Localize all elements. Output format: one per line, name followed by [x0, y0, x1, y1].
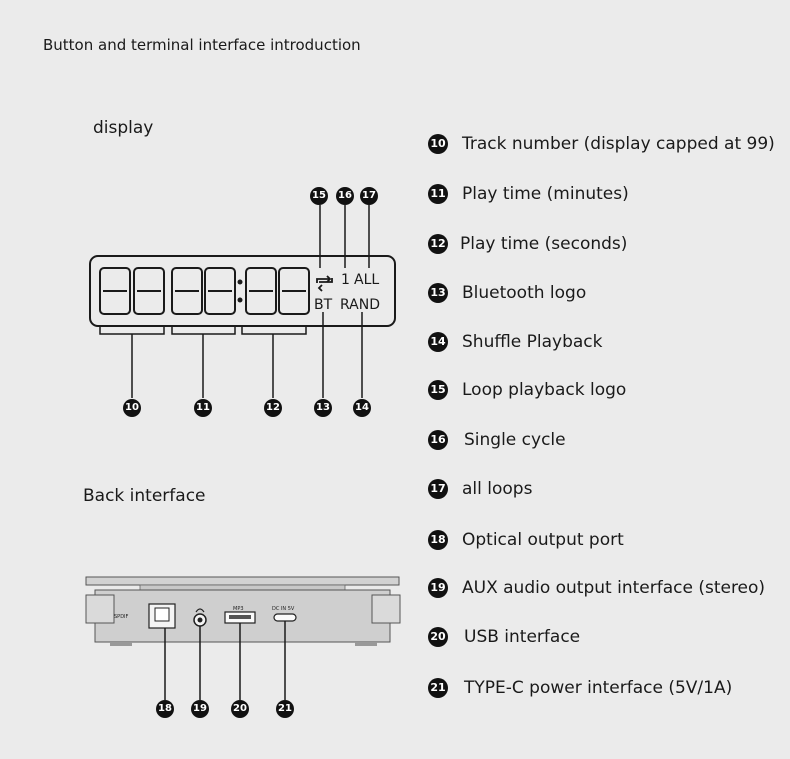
legend-text: TYPE-C power interface (5V/1A) [464, 678, 733, 698]
dcin-label: DC IN 5V [272, 606, 295, 612]
back-section-title: Back interface [83, 486, 206, 506]
callout-badge-16: 16 [336, 187, 354, 205]
legend-item: 16 Single cycle [428, 428, 566, 452]
legend-text: Bluetooth logo [462, 283, 587, 303]
legend-badge: 14 [428, 332, 448, 352]
legend-badge: 10 [428, 134, 448, 154]
callout-badge-20: 20 [231, 700, 249, 718]
legend-badge: 18 [428, 530, 448, 550]
legend-item: 12 Play time (seconds) [428, 232, 627, 256]
callout-badge-11: 11 [194, 399, 212, 417]
legend-item: 10 Track number (display capped at 99) [428, 132, 775, 156]
single-indicator: 1 [341, 272, 350, 288]
spdif-label: SPDIF [114, 614, 129, 620]
legend-item: 15 Loop playback logo [428, 378, 626, 402]
legend-item: 20 USB interface [428, 625, 580, 649]
callout-badge-13: 13 [314, 399, 332, 417]
legend-text: Loop playback logo [462, 380, 627, 400]
legend-text: Track number (display capped at 99) [462, 134, 775, 154]
headphone-icon [195, 608, 205, 613]
callout-badge-14: 14 [353, 399, 371, 417]
bt-indicator: BT [314, 297, 333, 313]
rand-indicator: RAND [340, 297, 380, 313]
colon-separator [237, 279, 243, 303]
legend-badge: 12 [428, 234, 448, 254]
mp3-label: MP3 [233, 606, 244, 612]
bracket-track [99, 327, 165, 335]
callout-badge-17: 17 [360, 187, 378, 205]
legend-text: Shuffle Playback [462, 332, 603, 352]
legend-text: Optical output port [462, 530, 624, 550]
legend-badge: 19 [428, 578, 448, 598]
legend-item: 14 Shuffle Playback [428, 330, 603, 354]
legend-text: AUX audio output interface (stereo) [462, 578, 766, 598]
display-section-title: display [93, 118, 154, 138]
callout-badge-10: 10 [123, 399, 141, 417]
digit-group-seconds [245, 267, 310, 315]
display-diagram: 1 ALL BT RAND [89, 205, 396, 398]
page-title: Button and terminal interface introducti… [43, 36, 361, 54]
all-indicator: ALL [354, 272, 379, 288]
legend-item: 11 Play time (minutes) [428, 182, 629, 206]
callout-badge-19: 19 [191, 700, 209, 718]
legend-badge: 20 [428, 627, 448, 647]
legend-text: USB interface [464, 627, 581, 647]
legend-item: 17 all loops [428, 477, 532, 501]
legend-badge: 15 [428, 380, 448, 400]
legend-text: Single cycle [464, 430, 566, 450]
legend-item: 13 Bluetooth logo [428, 281, 586, 305]
legend-item: 19 AUX audio output interface (stereo) [428, 576, 765, 600]
loop-icon [316, 275, 333, 292]
callout-badge-18: 18 [156, 700, 174, 718]
device-lid [85, 576, 400, 586]
legend-text: Play time (seconds) [460, 234, 628, 254]
legend-item: 21 TYPE-C power interface (5V/1A) [428, 676, 732, 700]
type-c-port [273, 613, 297, 622]
legend-text: all loops [462, 479, 533, 499]
legend-badge: 17 [428, 479, 448, 499]
legend-badge: 13 [428, 283, 448, 303]
display-frame [89, 255, 396, 327]
callout-badge-12: 12 [264, 399, 282, 417]
callout-badge-21: 21 [276, 700, 294, 718]
bracket-seconds [241, 327, 307, 335]
legend-badge: 21 [428, 678, 448, 698]
bracket-minutes [171, 327, 236, 335]
back-panel-diagram: SPDIF MP3 DC IN 5V [85, 576, 401, 700]
digit-group-track [99, 267, 165, 315]
legend-badge: 16 [428, 430, 448, 450]
legend-item: 18 Optical output port [428, 528, 624, 552]
legend-badge: 11 [428, 184, 448, 204]
callout-badge-15: 15 [310, 187, 328, 205]
legend-text: Play time (minutes) [462, 184, 629, 204]
digit-group-minutes [171, 267, 236, 315]
